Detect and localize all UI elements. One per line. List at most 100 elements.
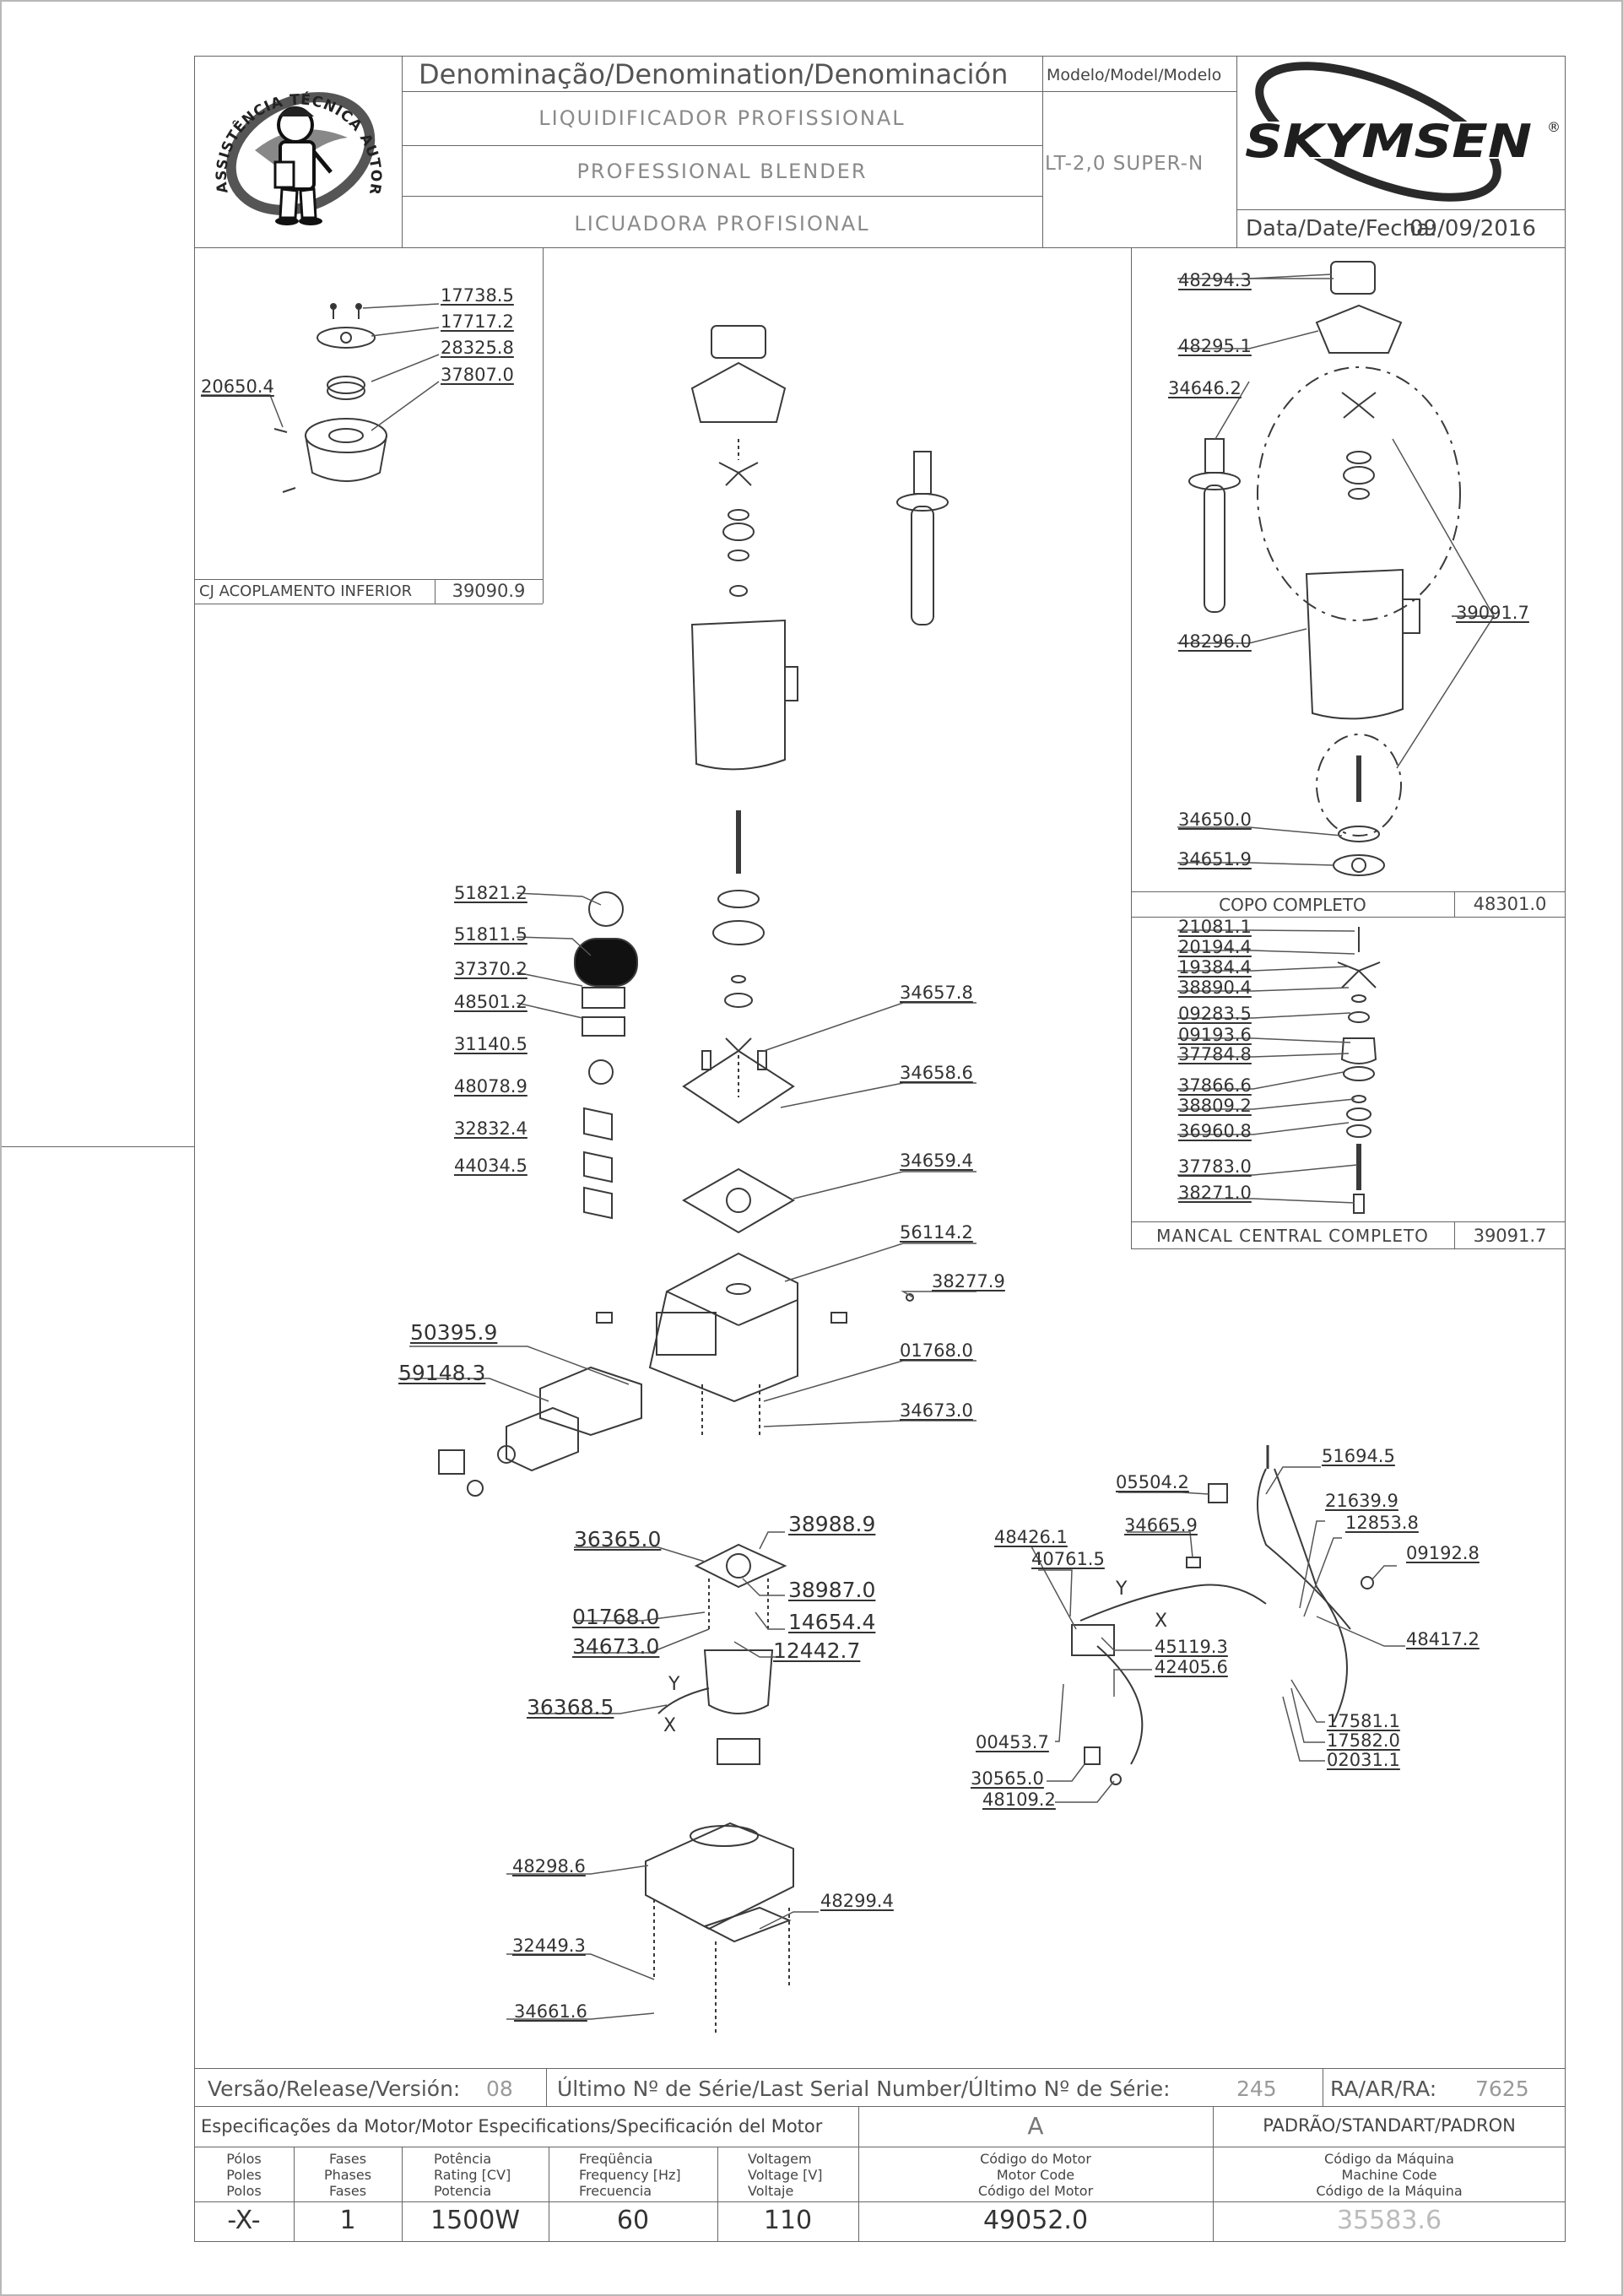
value-motor-code: 49052.0 — [982, 2206, 1089, 2235]
part-label: 34651.9 — [1178, 849, 1252, 869]
part-label: 02031.1 — [1327, 1750, 1400, 1770]
part-label: 01768.0 — [900, 1340, 973, 1361]
part-label: 48109.2 — [982, 1790, 1056, 1810]
part-label: 34673.0 — [572, 1634, 660, 1659]
part-label: 36960.8 — [1178, 1121, 1252, 1141]
part-label: 45119.3 — [1155, 1637, 1228, 1657]
bearing-title-divider — [1454, 1221, 1455, 1248]
leader-lines — [201, 273, 1496, 2020]
part-label: 12442.7 — [773, 1638, 861, 1663]
model-label: Modelo/Model/Modelo — [1047, 66, 1222, 84]
part-label: 12853.8 — [1345, 1513, 1419, 1533]
part-label: 34657.8 — [900, 983, 973, 1003]
part-label: 28325.8 — [441, 338, 514, 358]
footer-col-2 — [402, 2147, 403, 2242]
motor-assembly — [657, 1543, 787, 1765]
part-label: 48295.1 — [1178, 336, 1252, 356]
coupling-code: 39090.9 — [452, 581, 526, 601]
header-row-line-2 — [402, 145, 1042, 146]
part-label: 30565.0 — [971, 1768, 1044, 1789]
part-label: 37370.2 — [454, 959, 527, 979]
header-divider-3 — [1236, 56, 1237, 247]
product-name-es: LICUADORA PROFISIONAL — [574, 212, 870, 236]
part-label: 17717.2 — [441, 311, 514, 332]
base-plates — [681, 1049, 796, 1234]
skymsen-logo: SKYMSEN ® — [1243, 62, 1561, 202]
part-label: 34646.2 — [1168, 378, 1242, 398]
cup-title-top — [1131, 891, 1566, 892]
product-name-pt: LIQUIDIFICADOR PROFISSIONAL — [538, 106, 906, 130]
base-housing — [596, 1252, 914, 1435]
part-label: 36368.5 — [527, 1695, 614, 1719]
part-label: 38809.2 — [1178, 1096, 1252, 1116]
value-frequency: 60 — [616, 2206, 650, 2235]
part-label: 14654.4 — [788, 1610, 876, 1634]
part-label: 17738.5 — [441, 285, 514, 306]
part-label: 56114.2 — [900, 1222, 973, 1243]
part-label: 48426.1 — [994, 1527, 1068, 1547]
bearing-title-bottom — [1131, 1248, 1566, 1249]
header-row-line-1 — [402, 91, 1042, 92]
value-rating: 1500W — [430, 2206, 520, 2235]
part-label: 48299.4 — [820, 1891, 894, 1911]
bearing-code: 39091.7 — [1473, 1226, 1547, 1246]
part-label: 50395.9 — [410, 1320, 498, 1345]
value-voltage: 110 — [763, 2206, 813, 2235]
bearing-detail — [1337, 927, 1381, 1214]
date-label: Data/Date/Fecha: — [1246, 216, 1437, 241]
wire-mark: Y — [1116, 1578, 1128, 1600]
wire-mark: X — [1155, 1611, 1168, 1632]
footer-divider-version — [546, 2068, 547, 2106]
motor-class: A — [1027, 2112, 1044, 2140]
drawing-frame — [194, 56, 1566, 2242]
footer-col-1 — [294, 2147, 295, 2242]
part-label: 17582.0 — [1327, 1730, 1400, 1751]
part-label: 34659.4 — [900, 1151, 973, 1171]
part-label: 09193.6 — [1178, 1025, 1252, 1045]
ra-value: 7625 — [1475, 2077, 1529, 2101]
part-label: 37783.0 — [1178, 1156, 1252, 1177]
wire-mark: Y — [668, 1674, 680, 1695]
part-label: 51811.5 — [454, 924, 527, 945]
footer-divider-standard — [1213, 2106, 1214, 2242]
value-phases: 1 — [339, 2206, 356, 2235]
cup-code: 48301.0 — [1473, 894, 1547, 914]
version-label: Versão/Release/Versión: — [208, 2077, 461, 2101]
motor-spec-label: Especificações da Motor/Motor Especifica… — [201, 2116, 823, 2136]
header-row-line-3 — [402, 196, 1042, 197]
footer-divider-spec — [858, 2106, 859, 2242]
part-label: 51821.2 — [454, 883, 527, 903]
footer-col-4 — [717, 2147, 718, 2242]
part-label: 32449.3 — [512, 1936, 586, 1956]
value-machine-code: 35583.6 — [1336, 2206, 1442, 2235]
part-label: 44034.5 — [454, 1156, 527, 1176]
footer-top-line — [194, 2068, 1566, 2069]
authorized-service-seal: ASSISTÊNCIA TÉCNICA AUTORIZADA — [196, 57, 383, 225]
part-label: 09192.8 — [1406, 1543, 1480, 1563]
part-label: 40761.5 — [1031, 1549, 1105, 1569]
svg-text:®: ® — [1547, 119, 1561, 135]
part-label: 38277.9 — [932, 1271, 1005, 1292]
header-bottom-line — [194, 247, 1566, 248]
part-label: 51694.5 — [1322, 1446, 1395, 1466]
part-label: 48078.9 — [454, 1076, 527, 1097]
part-label: 37807.0 — [441, 365, 514, 385]
cup-title: COPO COMPLETO — [1219, 895, 1366, 915]
part-label: 48298.6 — [512, 1856, 586, 1876]
part-label: 37784.8 — [1178, 1044, 1252, 1064]
part-label: 38271.0 — [1178, 1183, 1252, 1203]
header-divider-1 — [402, 56, 403, 247]
cup-detail — [1188, 261, 1461, 876]
part-label: 19384.4 — [1178, 957, 1252, 977]
cup-title-bottom — [1131, 917, 1566, 918]
value-poles: -X- — [227, 2206, 261, 2235]
part-label: 21081.1 — [1178, 917, 1252, 937]
part-label: 09283.5 — [1178, 1004, 1252, 1024]
part-label: 05504.2 — [1116, 1472, 1189, 1492]
footer-row-line-1 — [194, 2106, 1566, 2107]
part-label: 34658.6 — [900, 1063, 973, 1083]
